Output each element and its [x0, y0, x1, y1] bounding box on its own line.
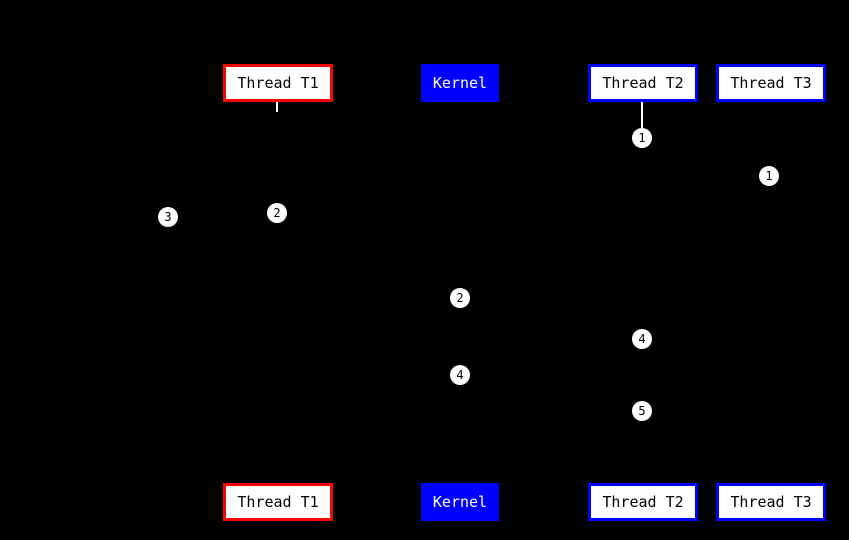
thread-t3-box-bottom: Thread T3 — [716, 483, 826, 521]
thread-t2-box-bottom: Thread T2 — [588, 483, 698, 521]
marker-4-kernel: 4 — [450, 365, 470, 385]
marker-4-thread-t2: 4 — [632, 329, 652, 349]
marker-2-kernel: 2 — [450, 288, 470, 308]
thread-t2-box-top: Thread T2 — [588, 64, 698, 102]
marker-2-thread-t1: 2 — [267, 203, 287, 223]
thread-t1-lifeline-stub — [276, 102, 278, 112]
marker-5-thread-t2: 5 — [632, 401, 652, 421]
marker-3-left: 3 — [158, 207, 178, 227]
marker-1-thread-t2: 1 — [632, 128, 652, 148]
kernel-box-top: Kernel — [421, 64, 499, 102]
thread-t3-box-top: Thread T3 — [716, 64, 826, 102]
marker-1-thread-t3: 1 — [759, 166, 779, 186]
thread-t1-box-bottom: Thread T1 — [223, 483, 333, 521]
kernel-box-bottom: Kernel — [421, 483, 499, 521]
thread-t2-lifeline-stub — [641, 102, 643, 128]
thread-t1-box-top: Thread T1 — [223, 64, 333, 102]
